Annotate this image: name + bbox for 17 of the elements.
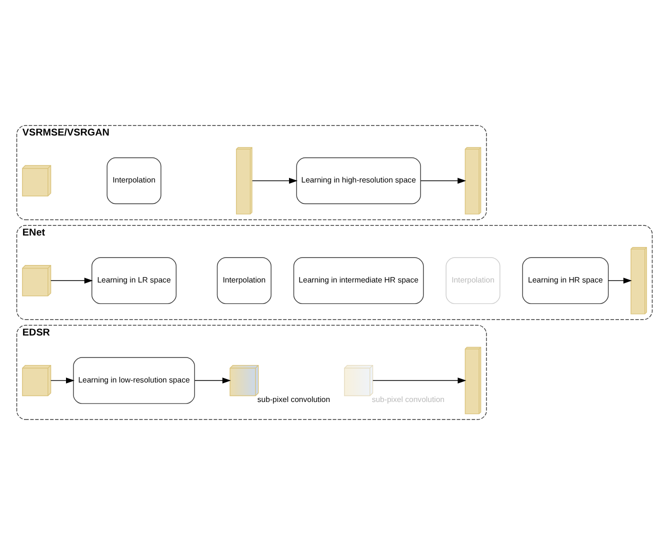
node-box: Learning in high-resolution space (296, 157, 421, 204)
arrow (252, 178, 298, 184)
node-box: Interpolation (106, 157, 162, 204)
node-box: Learning in low-resolution space (73, 357, 195, 404)
arrow (420, 178, 466, 184)
node-box: Interpolation (446, 257, 500, 304)
node-label: sub-pixel convolution (257, 395, 330, 404)
arrow (194, 378, 231, 384)
arrow (372, 378, 466, 384)
node-box: Learning in LR space (92, 257, 177, 304)
arrow (50, 278, 93, 284)
node-box: Interpolation (216, 257, 272, 304)
arrow (50, 378, 75, 384)
node-box: Learning in HR space (522, 257, 609, 304)
arrow (608, 278, 632, 284)
node-label: sub-pixel convolution (372, 395, 445, 404)
node-box: Learning in intermediate HR space (293, 257, 424, 304)
